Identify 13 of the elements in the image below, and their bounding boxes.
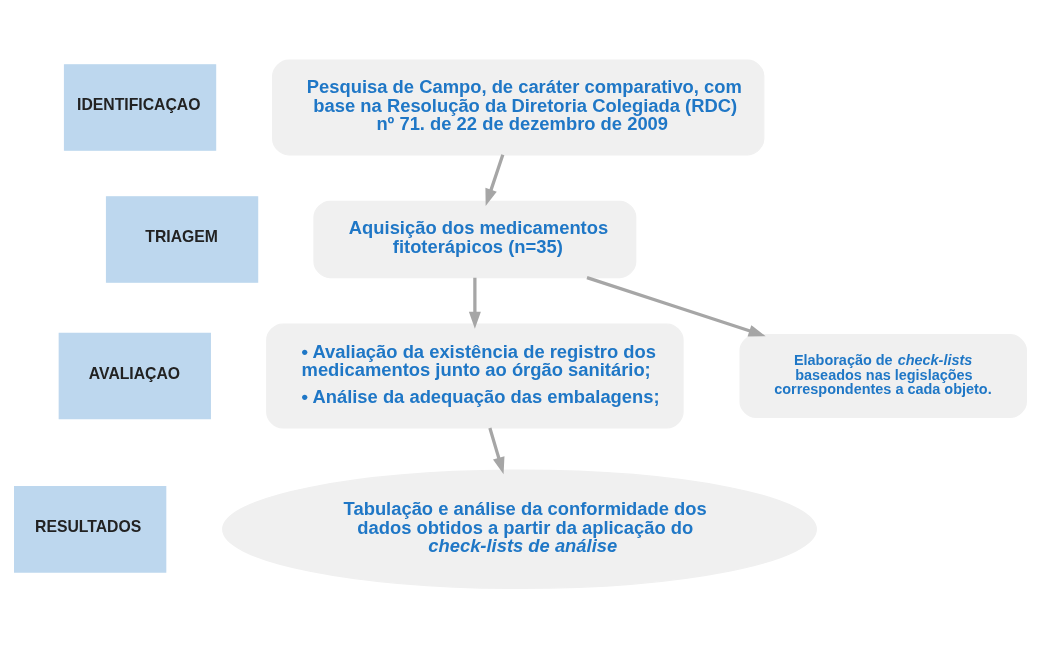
arrow — [586, 276, 766, 337]
arrow — [468, 277, 481, 329]
node-ellipse: Tabulação e análise da conformidade dos dados obtidos a partir da aplicação do check-lists de análise — [221, 469, 817, 590]
arrow — [487, 427, 504, 475]
node-box: • Avaliação da existência de registro dos medicamentos junto ao órgão sanitário; • Análise da adequação das embalagens; — [265, 323, 684, 429]
node-box: Elaboração de check-lists baseados nas legislações correspondentes a cada objeto. — [738, 334, 1027, 419]
node-box: RESULTADOS — [13, 486, 166, 573]
node-box: TRIAGEM — [105, 196, 258, 283]
node-box: IDENTIFICAÇAO — [63, 64, 216, 151]
node-box: AVALIAÇAO — [58, 332, 211, 420]
arrow — [484, 154, 504, 206]
node-box: Aquisição dos medicamentos fitoterápicos (n=35) — [312, 200, 636, 279]
node-box: Pesquisa de Campo, de caráter comparativo, com base na Resolução da Diretoria Colegiada (RDC) nº 71. de 22 de dezembro de 2009 — [271, 59, 764, 156]
